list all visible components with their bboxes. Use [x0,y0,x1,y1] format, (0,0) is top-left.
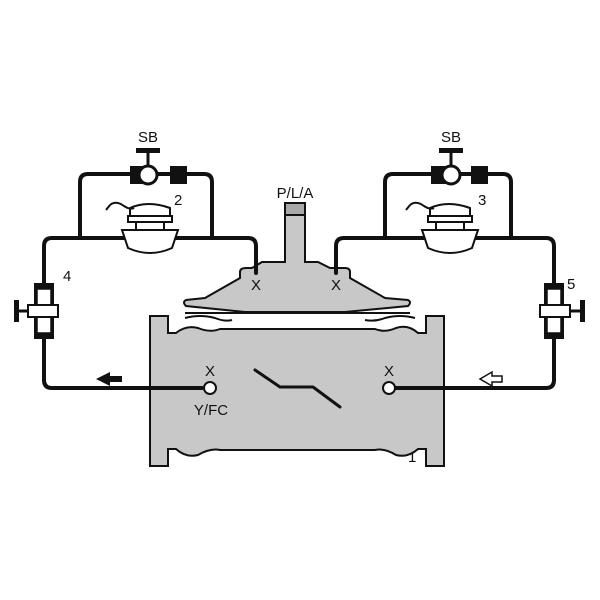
sb-label-right: SB [441,129,461,146]
left-outer-tube [42,236,258,390]
pilot-valve-2 [105,201,180,254]
port-left [203,381,217,395]
callout-number-5: 5 [567,276,575,293]
callout-number-2: 2 [174,192,182,209]
x-mark-bonnet-right: X [331,277,341,294]
callout-number-3: 3 [478,192,486,209]
x-mark-bonnet-left: X [251,277,261,294]
x-mark-port-right: X [384,363,394,380]
flow-in-arrow [478,370,503,388]
flow-out-arrow [96,372,122,386]
needle-valve-5 [539,283,585,339]
valve-body [149,202,445,467]
port-right [382,381,396,395]
needle-valve-4 [14,283,59,339]
callout-number-4: 4 [63,268,71,285]
callout-number-1: 1 [408,449,416,466]
sb-valve-right [431,148,488,186]
pilot-valve-3 [405,201,480,254]
seat-divider [253,368,342,409]
x-mark-port-left: X [205,363,215,380]
sb-label-left: SB [138,129,158,146]
valve-bonnet [183,211,411,313]
pla-label: P/L/A [277,185,314,202]
right-outer-tube [334,236,556,390]
yfc-label: Y/FC [194,402,228,419]
stem-cap [284,202,306,216]
sb-valve-left [130,148,187,186]
valve-lower-body [149,315,445,467]
